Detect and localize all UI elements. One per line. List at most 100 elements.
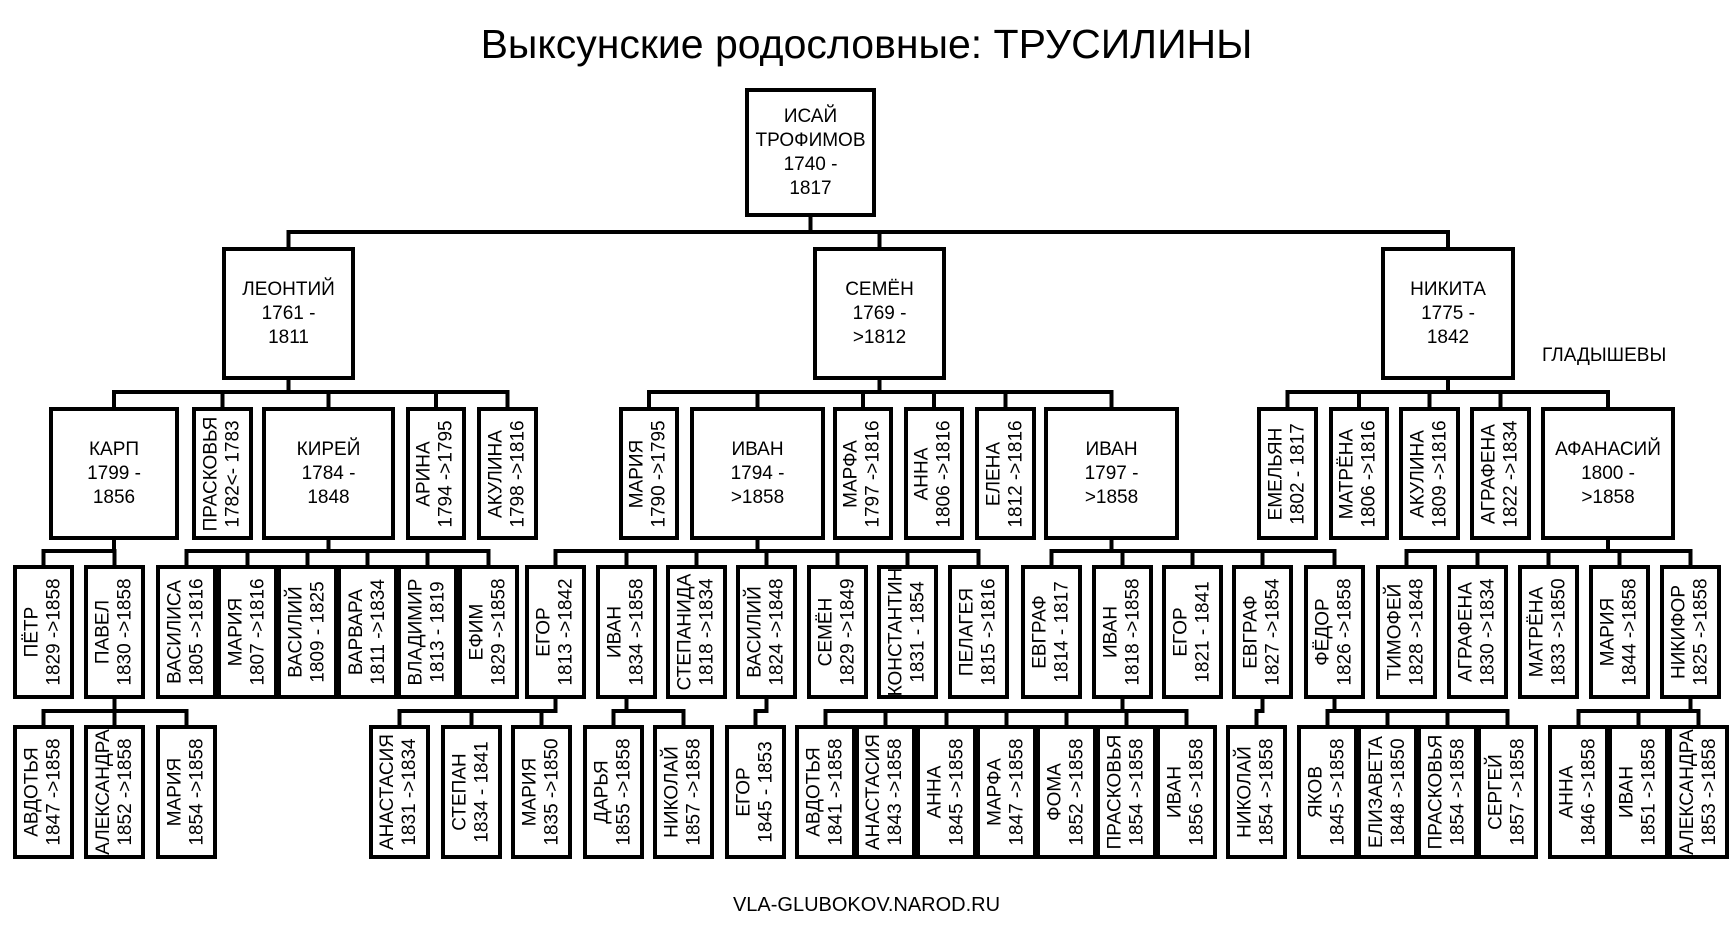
person-name: ЕФИМ <box>466 603 488 661</box>
person-name: МАРФА <box>984 758 1006 826</box>
person-dates: 1806 ->1816 <box>934 419 955 528</box>
person-name: ЕГОР <box>533 607 555 657</box>
person-dates: 1852 ->1858 <box>114 738 136 846</box>
person-dates: >1858 <box>730 486 785 508</box>
person-name: КАРП <box>88 438 140 460</box>
person-dates: 1847 ->1858 <box>1006 738 1028 846</box>
person-dates: 1844 ->1858 <box>1619 578 1641 686</box>
person-dates: 1827 ->1854 <box>1262 578 1284 686</box>
person-dates: 1775 - <box>1421 302 1475 324</box>
person-name: ВАСИЛИЙ <box>285 586 307 678</box>
person-dates: 1845 ->1858 <box>1327 738 1349 846</box>
person-dates: 1831 ->1834 <box>399 738 421 846</box>
person-dates: 1829 ->1849 <box>837 578 859 686</box>
person-dates: 1828 ->1848 <box>1406 578 1428 686</box>
person-dates: 1848 <box>307 486 350 508</box>
person-name: СТЕПАНИДА <box>674 573 696 691</box>
person-dates: 1848 ->1850 <box>1387 738 1409 846</box>
person-name: ЕМЕЛЬЯН <box>1265 427 1287 520</box>
person-dates: 1800 - <box>1581 462 1635 484</box>
person-dates: 1818 ->1858 <box>1122 578 1144 686</box>
person-dates: 1853 ->1858 <box>1698 738 1720 846</box>
person-dates: 1821 - 1841 <box>1192 581 1214 683</box>
surname-note: ГЛАДЫШЕВЫ <box>1542 345 1667 366</box>
person-dates: 1809 ->1816 <box>1429 419 1451 528</box>
person-dates: >1858 <box>1084 486 1139 508</box>
person-name: СЕРГЕЙ <box>1485 754 1507 830</box>
person-dates: 1854 ->1858 <box>1256 738 1278 846</box>
person-name: МАТРЁНА <box>1337 428 1358 519</box>
person-name: АГРАФЕНА <box>1478 423 1500 524</box>
person-dates: 1805 ->1816 <box>186 578 208 686</box>
person-dates: 1790 ->1795 <box>649 419 670 528</box>
person-dates: 1806 ->1816 <box>1359 419 1380 528</box>
person-name: ЯКОВ <box>1305 765 1327 819</box>
person-dates: 1834 - 1841 <box>471 741 493 843</box>
person-name: ИВАН <box>604 605 626 659</box>
person-dates: 1815 ->1816 <box>978 578 1000 686</box>
person-name: МАРИЯ <box>164 757 186 827</box>
person-name: АВДОТЬЯ <box>803 747 825 837</box>
person-name: ИВАН <box>731 438 784 460</box>
person-dates: 1845 - 1853 <box>755 741 777 843</box>
person-name: АГРАФЕНА <box>1455 582 1477 682</box>
person-dates: 1845 ->1858 <box>946 738 968 846</box>
person-dates: 1817 <box>789 177 832 199</box>
person-name: ПРАСКОВЬЯ <box>200 416 222 531</box>
person-dates: 1784 - <box>301 462 356 484</box>
person-dates: 1835 ->1850 <box>541 738 563 846</box>
person-name: СЕМЁН <box>815 597 837 667</box>
person-dates: 1857 ->1858 <box>1507 738 1529 846</box>
person-name: КОНСТАНТИН <box>885 567 907 697</box>
person-name: ЕЛИЗАВЕТА <box>1365 736 1387 848</box>
person-name: ИВАН <box>1100 605 1122 659</box>
person-dates: 1811 ->1834 <box>367 579 389 685</box>
